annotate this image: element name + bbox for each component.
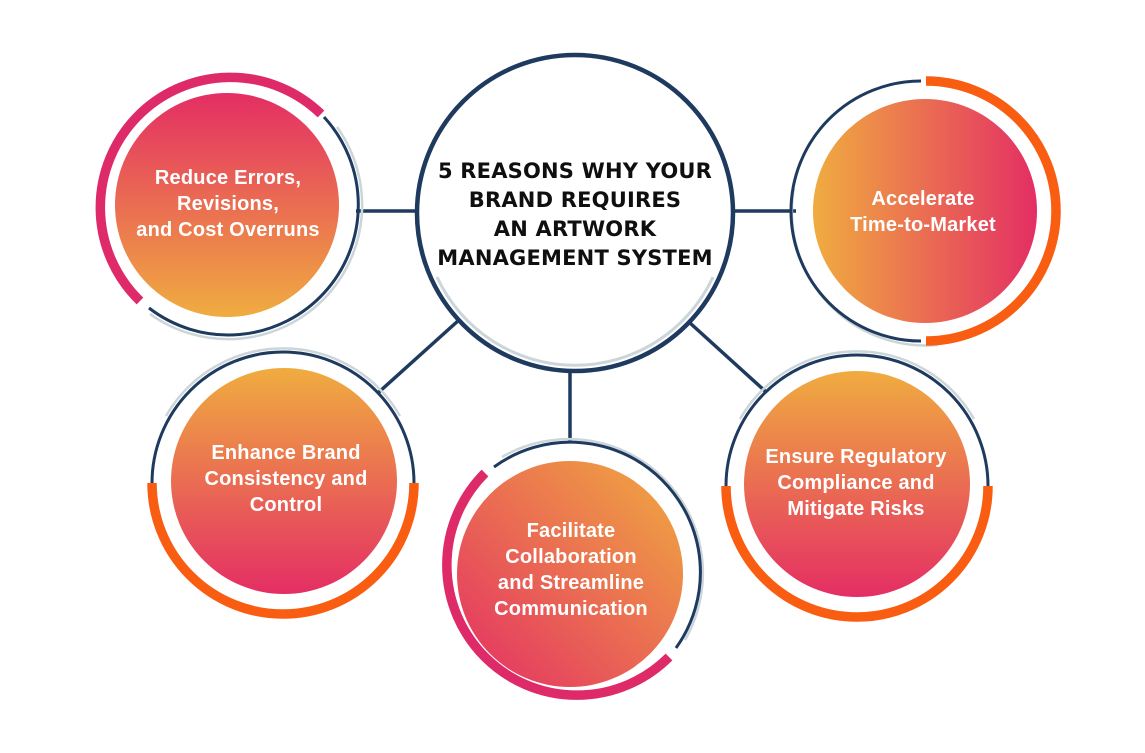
node-navy-arc — [789, 79, 922, 343]
node-label-line: Communication — [494, 598, 648, 620]
node-label-line: Accelerate — [871, 188, 975, 210]
node-label-reduce-errors: Reduce Errors, Revisions, and Cost Overr… — [136, 165, 319, 243]
hub-accent-arc — [435, 276, 715, 367]
node-shadow-arc — [738, 350, 976, 420]
node-collaboration — [442, 437, 705, 700]
hub-title-line: 5 REASONS WHY YOUR — [437, 159, 713, 184]
node-reduce-errors — [95, 72, 364, 341]
node-navy-arc — [150, 350, 416, 484]
node-accent-arc-pink — [95, 72, 325, 305]
hub-title-line: AN ARTWORK — [493, 217, 657, 241]
node-label-line: Compliance and — [777, 472, 935, 494]
node-accent-arc-orange — [721, 485, 993, 622]
node-label-line: and Cost Overruns — [136, 219, 320, 241]
node-shadow-arc — [164, 347, 402, 417]
node-label-line: Enhance Brand — [211, 442, 361, 464]
node-shadow-arc — [501, 437, 705, 641]
node-label-line: and Streamline — [497, 572, 645, 594]
node-label-regulatory: Ensure Regulatory Compliance and Mitigat… — [765, 444, 946, 522]
connector-line-mid-right — [688, 321, 767, 393]
node-shadow-arc — [149, 126, 364, 341]
node-label-line: Facilitate — [526, 520, 616, 542]
node-navy-arc — [493, 440, 702, 649]
hub-circle — [414, 52, 736, 374]
node-accent-arc-orange — [925, 76, 1061, 346]
node-label-accelerate-market: Accelerate Time-to-Market — [850, 186, 996, 238]
node-label-line: Collaboration — [505, 546, 637, 568]
node-label-brand-consistency: Enhance Brand Consistency and Control — [204, 440, 367, 518]
node-navy-arc — [148, 115, 360, 337]
node-label-line: Mitigate Risks — [787, 498, 925, 520]
node-brand-consistency — [147, 347, 419, 619]
hub-circle-group — [414, 52, 736, 374]
node-label-line: Revisions, — [176, 193, 280, 215]
hub-title-line: MANAGEMENT SYSTEM — [437, 245, 713, 270]
node-accent-arc-orange — [147, 482, 419, 619]
node-regulatory — [721, 350, 993, 622]
node-navy-arc — [724, 353, 990, 487]
node-gradient-circle — [171, 368, 397, 594]
node-gradient-circle — [115, 93, 339, 317]
connector-lines — [356, 209, 796, 443]
node-accelerate-market — [789, 76, 1061, 347]
hub-title-line: BRAND REQUIRES — [468, 188, 682, 213]
node-label-line: Consistency and — [204, 468, 368, 490]
hub-title: 5 REASONS WHY YOUR BRAND REQUIRES AN ART… — [437, 157, 712, 273]
node-label-line: Reduce Errors, — [154, 167, 302, 189]
node-label-line: Ensure Regulatory — [765, 446, 947, 468]
node-gradient-circle — [813, 99, 1037, 323]
node-label-line: Time-to-Market — [850, 214, 996, 236]
node-label-collaboration: Facilitate Collaboration and Streamline … — [494, 518, 648, 622]
node-gradient-circle — [744, 371, 970, 597]
node-accent-arc-pink — [442, 469, 673, 700]
node-gradient-circle — [457, 461, 683, 687]
node-label-line: Control — [249, 494, 323, 516]
connector-line-mid-left — [377, 318, 461, 394]
